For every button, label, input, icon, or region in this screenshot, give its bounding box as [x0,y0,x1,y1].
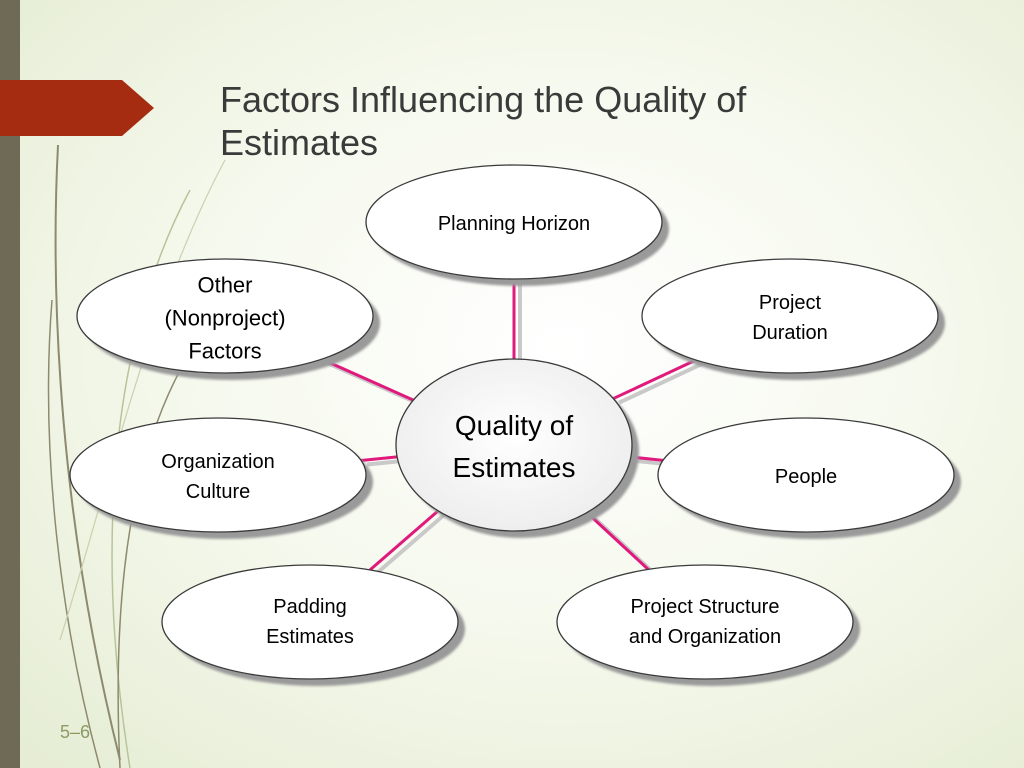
center-node-quality-of-estimates [395,358,639,538]
factor-node-people-shape [657,417,955,533]
factor-node-padding-estimates [161,564,465,686]
connector-shadow-organization-culture [366,458,404,467]
factor-node-project-structure-shape [556,564,854,680]
factor-node-project-structure [556,564,860,686]
connector-shadow-project-duration [618,362,703,405]
factor-node-planning-horizon-shape [365,164,663,280]
title-line-2: Estimates [220,122,379,163]
factor-node-other-factors [76,258,380,380]
factor-node-planning-horizon [365,164,669,286]
factor-node-other-factors-shape [76,258,374,374]
factor-node-project-duration-shape [641,258,939,374]
slide-title: Factors Influencing the Quality of Estim… [220,78,920,164]
connector-shadow-padding-estimates [374,513,446,576]
connector-project-structure [585,511,650,571]
factor-node-organization-culture-shape [69,417,367,533]
connector-organization-culture [360,455,398,462]
left-decorative-band [0,0,20,768]
connector-lines [321,279,703,576]
title-line-1: Factors Influencing the Quality of [220,79,747,120]
factor-node-people [657,417,961,539]
factor-node-padding-estimates-shape [161,564,459,680]
connector-other-factors [321,357,414,402]
diagram-nodes [69,164,961,686]
factor-node-organization-culture [69,417,373,539]
connector-padding-estimates [369,509,440,572]
title-accent-tab [0,80,154,136]
connector-project-duration [612,358,697,400]
center-node-quality-of-estimates-shape [395,358,633,532]
slide-number: 5–6 [60,722,91,742]
factor-node-project-duration [641,258,945,380]
